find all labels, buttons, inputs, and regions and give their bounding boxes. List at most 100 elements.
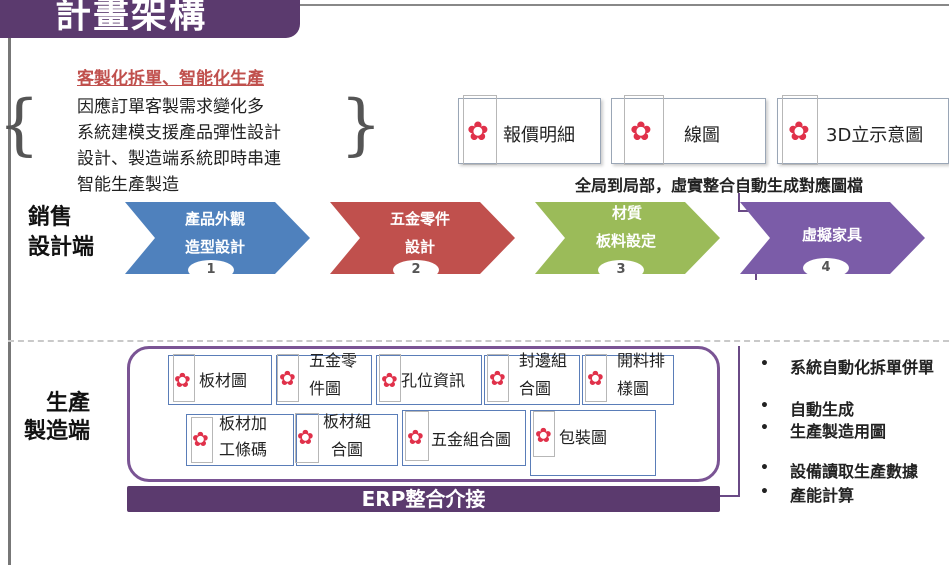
output-label: 工條碼 [219,440,268,459]
intro-line: 智能生產製造 [77,175,179,195]
chevron-2-label-line2: 設計 [405,238,436,256]
top-divider [300,4,949,6]
section-dashed-divider [8,340,949,342]
output-label: 合圖 [519,379,552,398]
page-title: 計畫架構 [55,0,208,36]
quote-detail-label: 報價明細 [503,125,575,146]
bullet-dot: • [760,356,769,372]
icon-frame [379,354,401,402]
bracket-line [738,346,740,496]
bullet-text: 生產製造用圖 [790,422,887,441]
icon-frame [191,417,213,463]
icon-frame [487,354,509,402]
sales-label-line2: 設計端 [28,235,95,260]
process-chevrons [125,202,925,274]
bullet-text: 設備讀取生產數據 [790,462,919,481]
left-divider [8,38,11,565]
flower-icon: ✿ [788,117,810,147]
output-packaging-drawing[interactable]: ✿ 包裝圖 [530,410,656,476]
output-label: 合圖 [331,440,364,459]
chevron-3 [535,202,720,274]
icon-frame [173,354,195,402]
output-hardware-assembly-drawing[interactable]: ✿ 五金組合圖 [402,410,526,466]
flower-icon: ✿ [381,368,398,392]
bullet-dot: • [760,420,769,436]
step-number-3: 3 [598,260,644,280]
output-hardware-drawing[interactable]: ✿ 五金零 件圖 [276,351,372,405]
intro-heading: 客製化拆單、智能化生產 [77,69,264,89]
output-label: 樣圖 [617,379,650,398]
output-sheet-assembly-drawing[interactable]: ✿ 板材組 合圖 [295,412,398,466]
intro-line: 系統建模支援產品彈性設計 [77,123,281,143]
sales-label-line1: 銷售 [28,205,73,230]
right-brace: } [340,86,382,163]
icon-frame [624,95,664,165]
icon-frame [295,413,319,463]
production-label-line2: 製造端 [24,419,91,444]
icon-frame [585,354,607,402]
step-number-1: 1 [188,260,234,280]
bullet-dot: • [760,460,769,476]
chevron-2 [330,202,515,274]
flower-icon: ✿ [467,117,489,147]
flower-icon: ✿ [192,427,209,451]
chevron-1 [125,202,310,274]
output-sheet-drawing[interactable]: ✿ 板材圖 [168,354,272,405]
intro-line: 設計、製造端系統即時串連 [77,149,281,169]
step-number-2: 2 [393,260,439,280]
chevron-3-label-line2: 板料設定 [596,232,657,250]
flower-icon: ✿ [407,425,424,449]
output-processing-barcode[interactable]: ✿ 板材加 工條碼 [186,414,294,466]
production-label-line1: 生產 [46,391,91,416]
icon-frame [277,354,299,402]
output-cutting-layout-drawing[interactable]: ✿ 開料排 樣圖 [582,351,674,405]
line-drawing-card[interactable]: ✿ 線圖 [611,95,766,165]
output-label: 板材圖 [199,371,248,390]
title-tab [0,0,300,38]
line-drawing-label: 線圖 [684,125,720,146]
connector-line [738,193,740,211]
output-hole-info[interactable]: ✿ 孔位資訊 [376,354,482,405]
bullet-text: 系統自動化拆單併單 [790,358,935,377]
icon-frame [463,95,497,165]
flower-icon: ✿ [174,368,191,392]
flower-icon: ✿ [535,423,552,447]
left-brace: { [0,86,40,163]
flower-icon: ✿ [489,366,506,390]
chevron-1-label-line1: 產品外觀 [185,210,246,228]
intro-line: 因應訂單客製需求變化多 [77,97,264,117]
bullet-dot: • [760,484,769,500]
erp-integration-bar: ERP整合介接 [127,486,720,512]
flower-icon: ✿ [587,366,604,390]
output-label: 件圖 [309,379,342,398]
output-label: 板材加 [219,414,268,433]
subheading: 全局到局部，虛實整合自動生成對應圖檔 [575,176,864,195]
output-label: 封邊組 [519,351,568,370]
output-label: 開料排 [617,351,666,370]
flower-icon: ✿ [297,425,314,449]
3d-view-label: 3D立示意圖 [826,125,924,146]
icon-frame [782,95,818,165]
output-edge-banding-drawing[interactable]: ✿ 封邊組 合圖 [484,351,580,405]
quote-detail-card[interactable]: ✿ 報價明細 [458,95,601,165]
3d-view-card[interactable]: ✿ 3D立示意圖 [777,95,949,165]
bullet-text: 產能計算 [790,486,855,505]
chevron-3-label-line1: 材質 [612,204,643,222]
step-number-4: 4 [803,258,849,278]
chevron-1-label-line2: 造型設計 [185,238,246,256]
output-label: 五金組合圖 [431,430,512,449]
output-label: 板材組 [323,412,372,431]
output-label: 包裝圖 [559,428,608,447]
output-label: 孔位資訊 [401,371,466,390]
icon-frame [405,411,429,461]
bullet-dot: • [760,398,769,414]
flower-icon: ✿ [630,117,652,147]
chevron-4 [740,202,925,274]
icon-frame [533,411,555,457]
chevron-4-label: 虛擬家具 [802,226,863,244]
bracket-line [720,495,740,497]
flower-icon: ✿ [279,366,296,390]
bullet-text: 自動生成 [790,400,855,419]
output-label: 五金零 [309,351,358,370]
chevron-2-label-line1: 五金零件 [390,210,451,228]
